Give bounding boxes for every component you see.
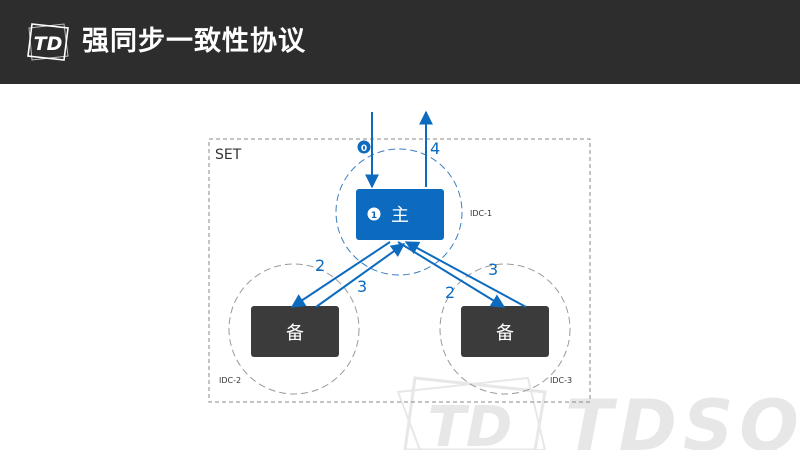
- set-boundary: [208, 138, 591, 403]
- replica-left-label: 备: [286, 323, 304, 344]
- header-bar: TD 强同步一致性协议: [0, 0, 800, 84]
- replica-node-right: 备: [461, 306, 549, 357]
- watermark-logo-text: TD: [428, 395, 513, 450]
- replica-node-left: 备: [251, 306, 339, 357]
- page-title: 强同步一致性协议: [82, 26, 306, 57]
- watermark-text: TDSQL: [565, 385, 800, 450]
- primary-step-1-badge: 1: [371, 211, 377, 221]
- idc-1-zone: [335, 148, 463, 276]
- sync-left-label: 2: [315, 256, 325, 275]
- step-0-label: 0: [361, 144, 367, 154]
- set-label: SET: [215, 147, 242, 163]
- sync-arrow-left: [290, 241, 391, 308]
- replica-right-label: 备: [496, 323, 514, 344]
- step-0-badge: [357, 140, 371, 154]
- ack-arrow-right: [404, 241, 527, 308]
- step-4-label: 4: [430, 139, 440, 158]
- primary-label: 主: [391, 205, 409, 226]
- idc-2-zone: [228, 263, 360, 395]
- idc-2-label: IDC-2: [219, 376, 241, 385]
- primary-node: 1 主: [356, 189, 444, 240]
- consistency-diagram: TD TDSQL SET IDC-1 IDC-2 IDC-3 0 4 1 主 备…: [208, 110, 800, 450]
- ack-right-label: 3: [488, 260, 498, 279]
- svg-text:TD: TD: [34, 33, 63, 55]
- idc-3-zone: [439, 263, 571, 395]
- ack-arrow-left: [315, 243, 406, 308]
- idc-3-label: IDC-3: [550, 376, 572, 385]
- idc-1-label: IDC-1: [470, 209, 492, 218]
- ack-left-label: 3: [357, 277, 367, 296]
- sync-right-label: 2: [445, 283, 455, 302]
- tdsql-watermark: TD TDSQL: [396, 376, 800, 450]
- td-logo-icon: TD: [27, 23, 69, 61]
